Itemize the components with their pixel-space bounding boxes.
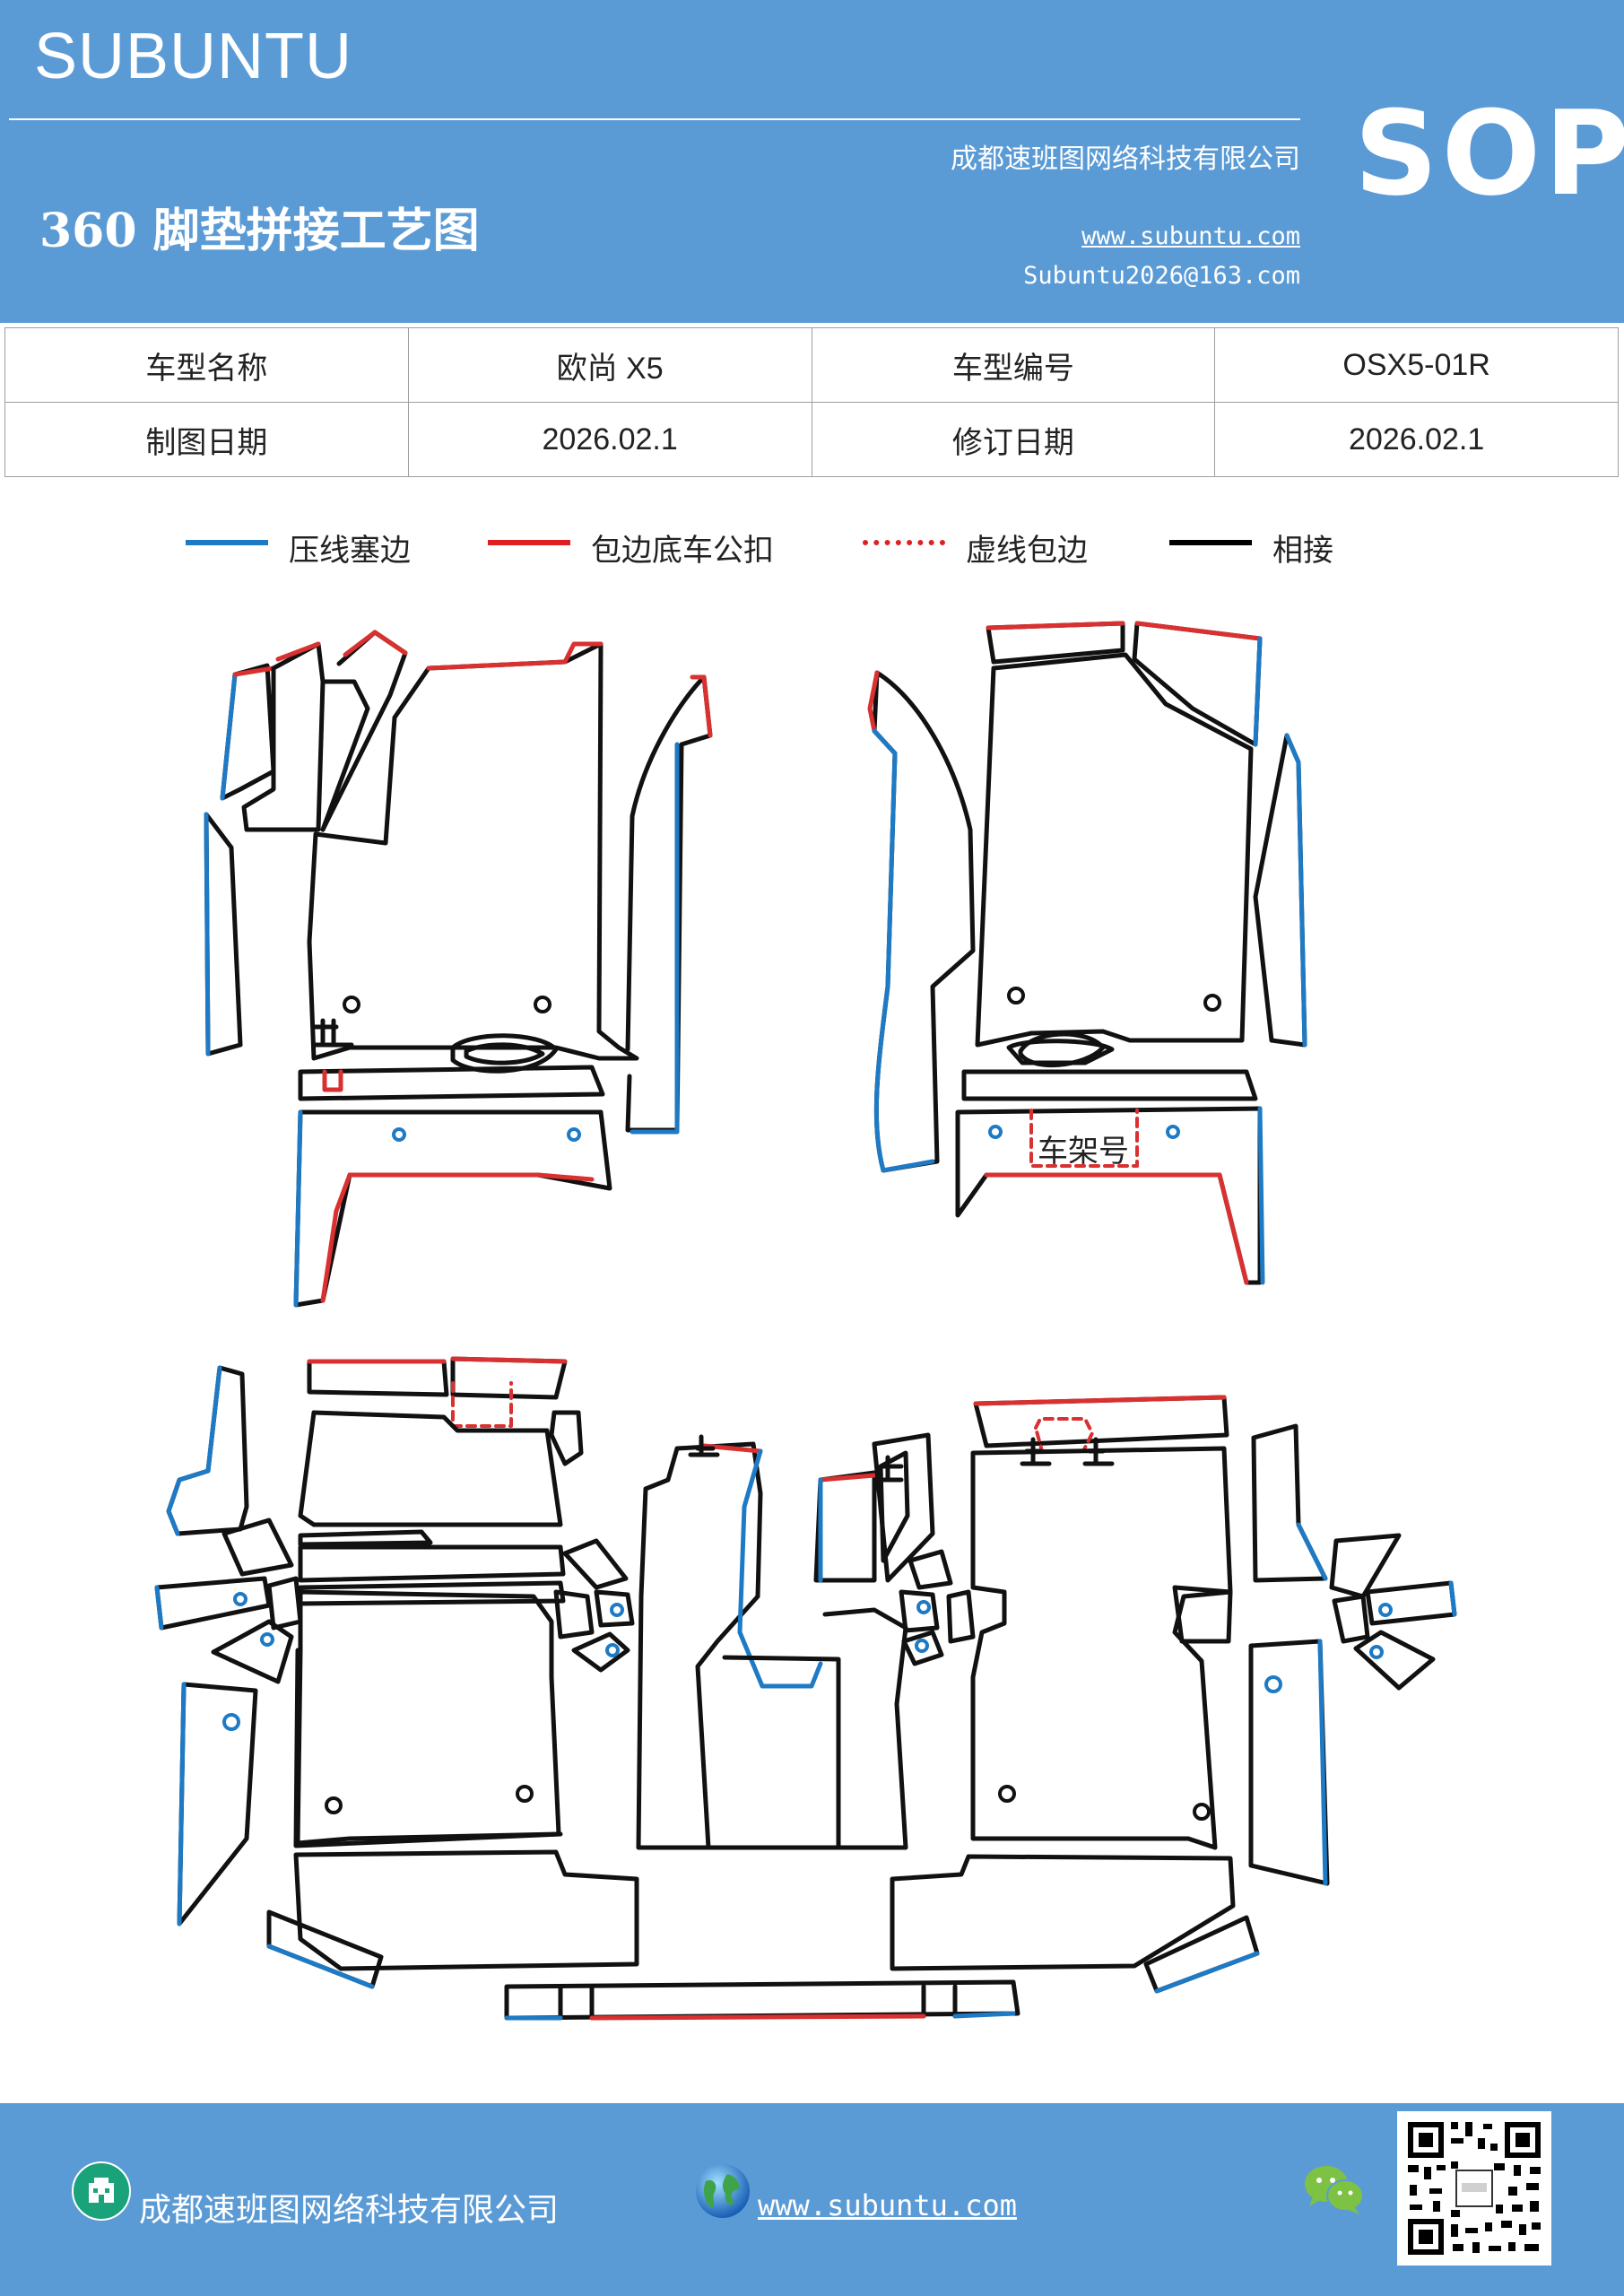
revision-date-value: 2026.02.1	[1214, 402, 1619, 477]
draw-date-value: 2026.02.1	[407, 402, 812, 477]
brand-name: SUBUNTU	[34, 21, 353, 92]
header-divider	[9, 118, 1300, 120]
center-tunnel-group	[504, 1432, 1020, 2021]
legend-label: 相接	[1272, 533, 1333, 569]
draw-date-label: 制图日期	[4, 402, 409, 477]
revision-date-label: 修订日期	[811, 402, 1216, 477]
qr-code-graphic	[1404, 2118, 1544, 2258]
qr-code	[1397, 2111, 1551, 2266]
rear-left-mat-group	[154, 1356, 639, 1989]
model-name-value: 欧尚 X5	[407, 327, 812, 403]
model-code-label: 车型编号	[811, 327, 1216, 403]
legend-swatch-red-dotted	[863, 540, 945, 545]
legend-label: 包边底车公扣	[591, 533, 774, 569]
header-website-link[interactable]: www.subuntu.com	[1081, 222, 1300, 250]
legend: 压线塞边 包边底车公扣 虚线包边 相接	[0, 520, 1624, 574]
driver-front-mat-group	[204, 630, 713, 1308]
footer-company: 成都速班图网络科技有限公司	[139, 2192, 560, 2229]
legend-swatch-red	[488, 540, 570, 545]
legend-swatch-blue	[186, 540, 268, 545]
model-name-label: 车型名称	[4, 327, 409, 403]
rear-right-mat-group	[890, 1395, 1457, 1994]
legend-label: 虚线包边	[966, 533, 1088, 569]
header-company: 成都速班图网络科技有限公司	[951, 144, 1300, 175]
vin-label: 车架号	[1038, 1134, 1129, 1170]
passenger-front-mat-group: 车架号	[867, 621, 1307, 1285]
footer-website-link[interactable]: www.subuntu.com	[758, 2188, 1017, 2222]
header-banner	[0, 0, 1624, 323]
table-row: 制图日期 2026.02.1 修订日期 2026.02.1	[4, 402, 1619, 477]
wechat-icon	[1305, 2166, 1364, 2214]
document-title: 360 脚垫拼接工艺图	[39, 204, 480, 258]
table-row: 车型名称 欧尚 X5 车型编号 OSX5-01R	[4, 327, 1619, 403]
building-icon	[72, 2161, 131, 2221]
header-email[interactable]: Subuntu2026@163.com	[1023, 262, 1300, 290]
vehicle-info-table: 车型名称 欧尚 X5 车型编号 OSX5-01R 制图日期 2026.02.1 …	[4, 327, 1619, 477]
legend-label: 压线塞边	[289, 533, 411, 569]
sop-badge: SOP	[1354, 85, 1624, 222]
model-code-value: OSX5-01R	[1214, 327, 1619, 403]
legend-swatch-black	[1169, 540, 1252, 545]
globe-icon	[696, 2164, 750, 2218]
